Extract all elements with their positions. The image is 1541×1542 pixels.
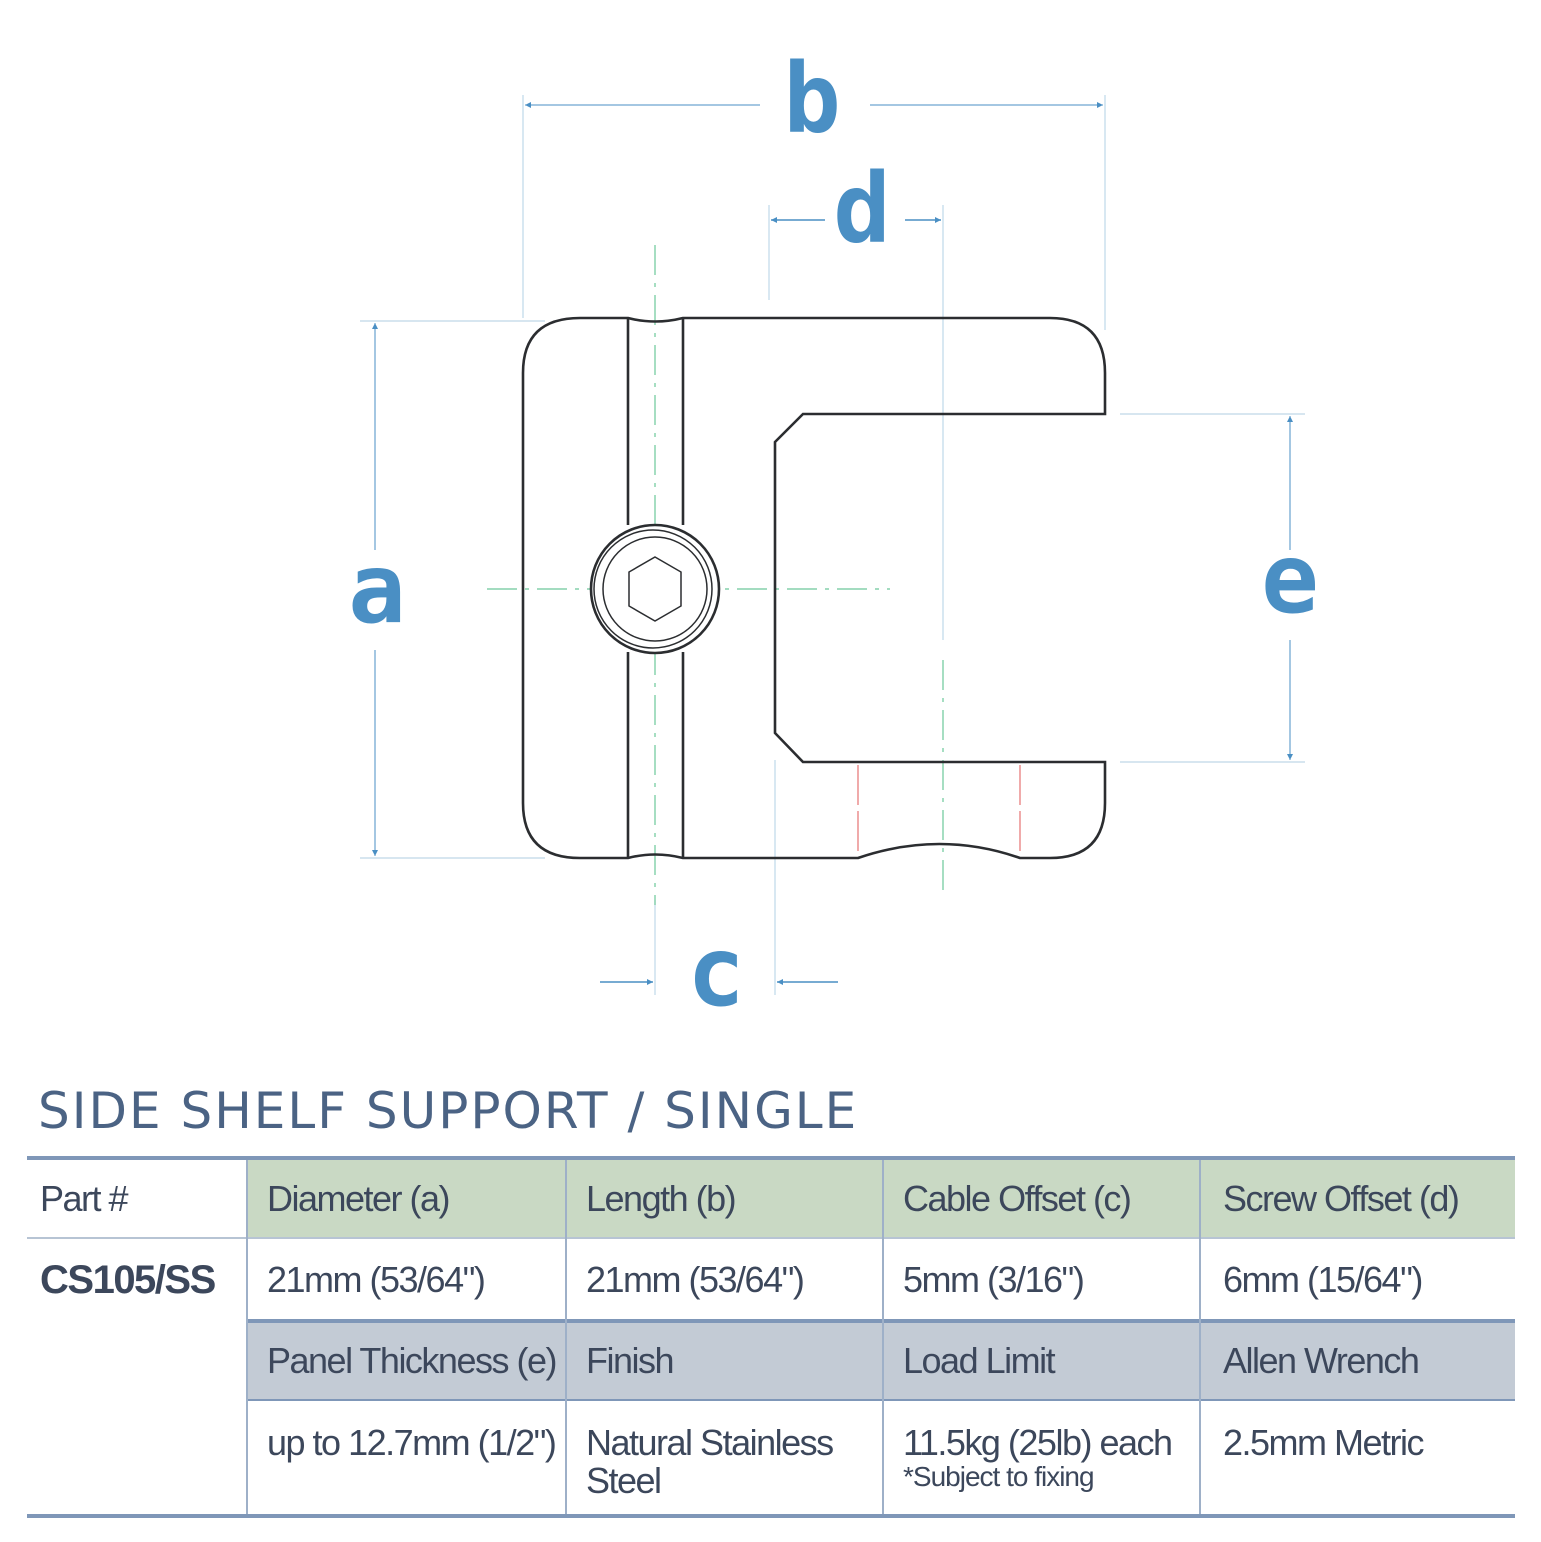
col-divider bbox=[882, 1160, 884, 1514]
extension-lines bbox=[360, 95, 1305, 995]
load-limit-note: *Subject to fixing bbox=[903, 1461, 1095, 1492]
value-screw-offset: 6mm (15/64") bbox=[1223, 1259, 1423, 1300]
screw-icon bbox=[589, 523, 721, 655]
technical-drawing: b d a e c bbox=[348, 43, 1319, 1028]
rule bbox=[247, 1399, 1515, 1401]
dim-label-e: e bbox=[1261, 523, 1319, 635]
part-header: Part # bbox=[40, 1178, 129, 1219]
header-length: Length (b) bbox=[586, 1178, 737, 1219]
col-divider bbox=[246, 1160, 248, 1514]
load-limit-cell: 11.5kg (25lb) each *Subject to fixing bbox=[883, 1402, 1199, 1512]
value-diameter: 21mm (53/64") bbox=[267, 1259, 486, 1300]
header-panel-thickness: Panel Thickness (e) bbox=[267, 1340, 557, 1381]
value-load-limit: 11.5kg (25lb) each bbox=[903, 1422, 1173, 1463]
dim-label-d: d bbox=[833, 153, 891, 265]
value-cable-offset: 5mm (3/16") bbox=[903, 1259, 1085, 1300]
row2-header-bg bbox=[247, 1322, 1515, 1400]
header-cable-offset: Cable Offset (c) bbox=[903, 1178, 1132, 1219]
dim-label-c: c bbox=[687, 916, 745, 1028]
dim-label-b: b bbox=[783, 43, 841, 155]
value-allen-wrench: 2.5mm Metric bbox=[1223, 1422, 1425, 1463]
table-bottom-rule bbox=[27, 1514, 1515, 1518]
value-panel-thickness: up to 12.7mm (1/2") bbox=[267, 1422, 557, 1463]
hidden-lines bbox=[857, 765, 1021, 856]
rule bbox=[247, 1319, 1515, 1323]
row1-header-bg bbox=[247, 1160, 1515, 1238]
col-divider bbox=[1199, 1160, 1201, 1514]
value-length: 21mm (53/64") bbox=[586, 1259, 805, 1300]
dim-label-a: a bbox=[348, 533, 406, 645]
header-finish: Finish bbox=[586, 1340, 675, 1381]
header-diameter: Diameter (a) bbox=[267, 1178, 451, 1219]
value-finish: Natural Stainless Steel bbox=[586, 1422, 834, 1501]
table-top-rule bbox=[27, 1156, 1515, 1160]
part-number: CS105/SS bbox=[40, 1258, 216, 1302]
header-allen-wrench: Allen Wrench bbox=[1223, 1340, 1420, 1381]
product-title: SIDE SHELF SUPPORT / SINGLE bbox=[38, 1082, 859, 1140]
col-divider bbox=[565, 1160, 567, 1514]
part-outline bbox=[521, 316, 1107, 860]
rule bbox=[27, 1237, 1515, 1239]
dimension-arrows bbox=[372, 102, 1293, 985]
header-screw-offset: Screw Offset (d) bbox=[1223, 1178, 1460, 1219]
header-load-limit: Load Limit bbox=[903, 1340, 1056, 1381]
